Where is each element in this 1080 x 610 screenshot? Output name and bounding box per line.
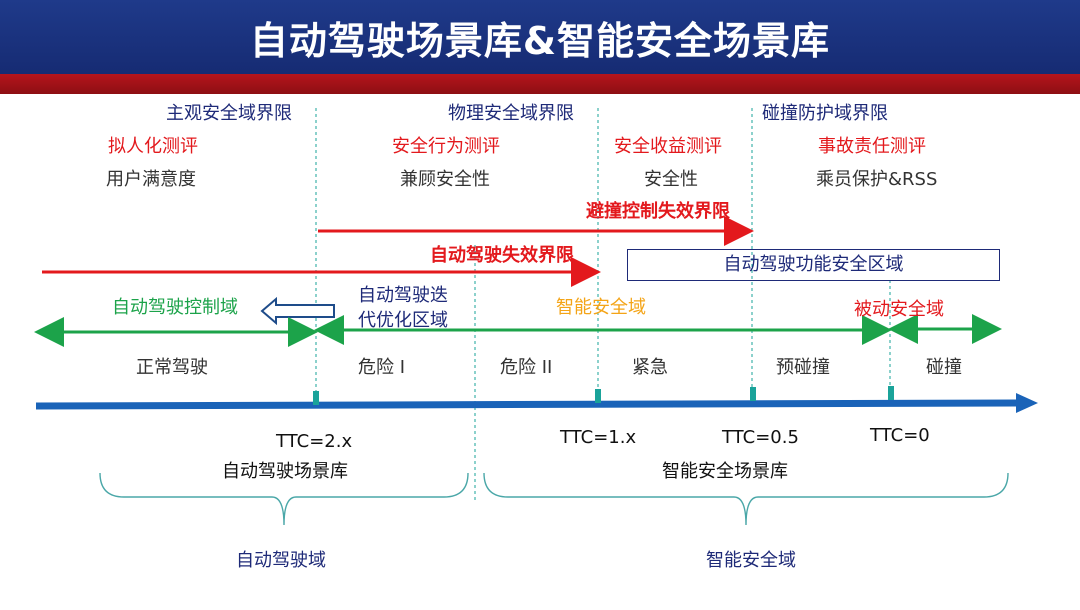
phase-danger-1: 危险 I [358, 357, 406, 378]
safety-benefit-evaluation-label: 安全收益测评 [614, 136, 722, 157]
iteration-zone-label-line1: 自动驾驶迭 [358, 285, 448, 306]
intelligent-safety-domain-label: 智能安全域 [556, 297, 646, 318]
ad-failure-limit-label: 自动驾驶失效界限 [430, 245, 574, 266]
iteration-zone-label-line2: 代优化区域 [358, 310, 448, 331]
ad-control-domain-label: 自动驾驶控制域 [112, 297, 238, 318]
ttc-label-05: TTC=0.5 [722, 427, 799, 448]
timeline-axis [35, 399, 1021, 410]
collision-protection-boundary-label: 碰撞防护域界限 [762, 103, 888, 124]
is-scenario-library-label: 智能安全场景库 [662, 461, 788, 482]
is-scenario-lib-brace [483, 472, 1009, 526]
physical-safety-boundary-label: 物理安全域界限 [448, 103, 574, 124]
safety-compat-label: 兼顾安全性 [400, 169, 490, 190]
phase-danger-2: 危险 II [500, 357, 553, 378]
phase-pre-collision: 预碰撞 [776, 357, 830, 378]
safety-label: 安全性 [644, 169, 698, 190]
ttc-marker-0 [888, 386, 894, 400]
ttc-label-0: TTC=0 [870, 425, 930, 446]
phase-collision: 碰撞 [926, 357, 962, 378]
title-banner [0, 0, 1080, 74]
avoid-control-failure-label: 避撞控制失效界限 [586, 201, 730, 222]
phase-normal-driving: 正常驾驶 [136, 357, 208, 378]
passive-safety-domain-label: 被动安全域 [854, 299, 944, 320]
page-title: 自动驾驶场景库&智能安全场景库 [249, 19, 831, 63]
ttc-label-1x: TTC=1.x [560, 427, 637, 448]
humanlike-evaluation-label: 拟人化测评 [108, 136, 198, 157]
occupant-protection-label: 乘员保护&RSS [816, 169, 938, 190]
ttc-marker-2x [313, 391, 319, 405]
hollow-left-arrow [260, 296, 335, 326]
ttc-marker-1x [595, 389, 601, 403]
ad-scenario-lib-brace [99, 472, 469, 526]
timeline-arrowhead [1016, 393, 1038, 413]
phase-emergency: 紧急 [632, 357, 668, 378]
ttc-marker-05 [750, 387, 756, 401]
functional-safety-zone-label: 自动驾驶功能安全区域 [723, 254, 904, 275]
title-banner-red-stripe [0, 74, 1080, 94]
ad-scenario-library-label: 自动驾驶场景库 [222, 461, 348, 482]
ttc-label-2x: TTC=2.x [276, 431, 353, 452]
user-satisfaction-label: 用户满意度 [106, 169, 196, 190]
is-domain-label: 智能安全域 [706, 550, 796, 571]
functional-safety-zone-box [627, 249, 1000, 281]
subjective-safety-boundary-label: 主观安全域界限 [166, 103, 292, 124]
ad-domain-label: 自动驾驶域 [236, 550, 326, 571]
accident-liability-evaluation-label: 事故责任测评 [818, 136, 926, 157]
safe-behavior-evaluation-label: 安全行为测评 [392, 136, 500, 157]
